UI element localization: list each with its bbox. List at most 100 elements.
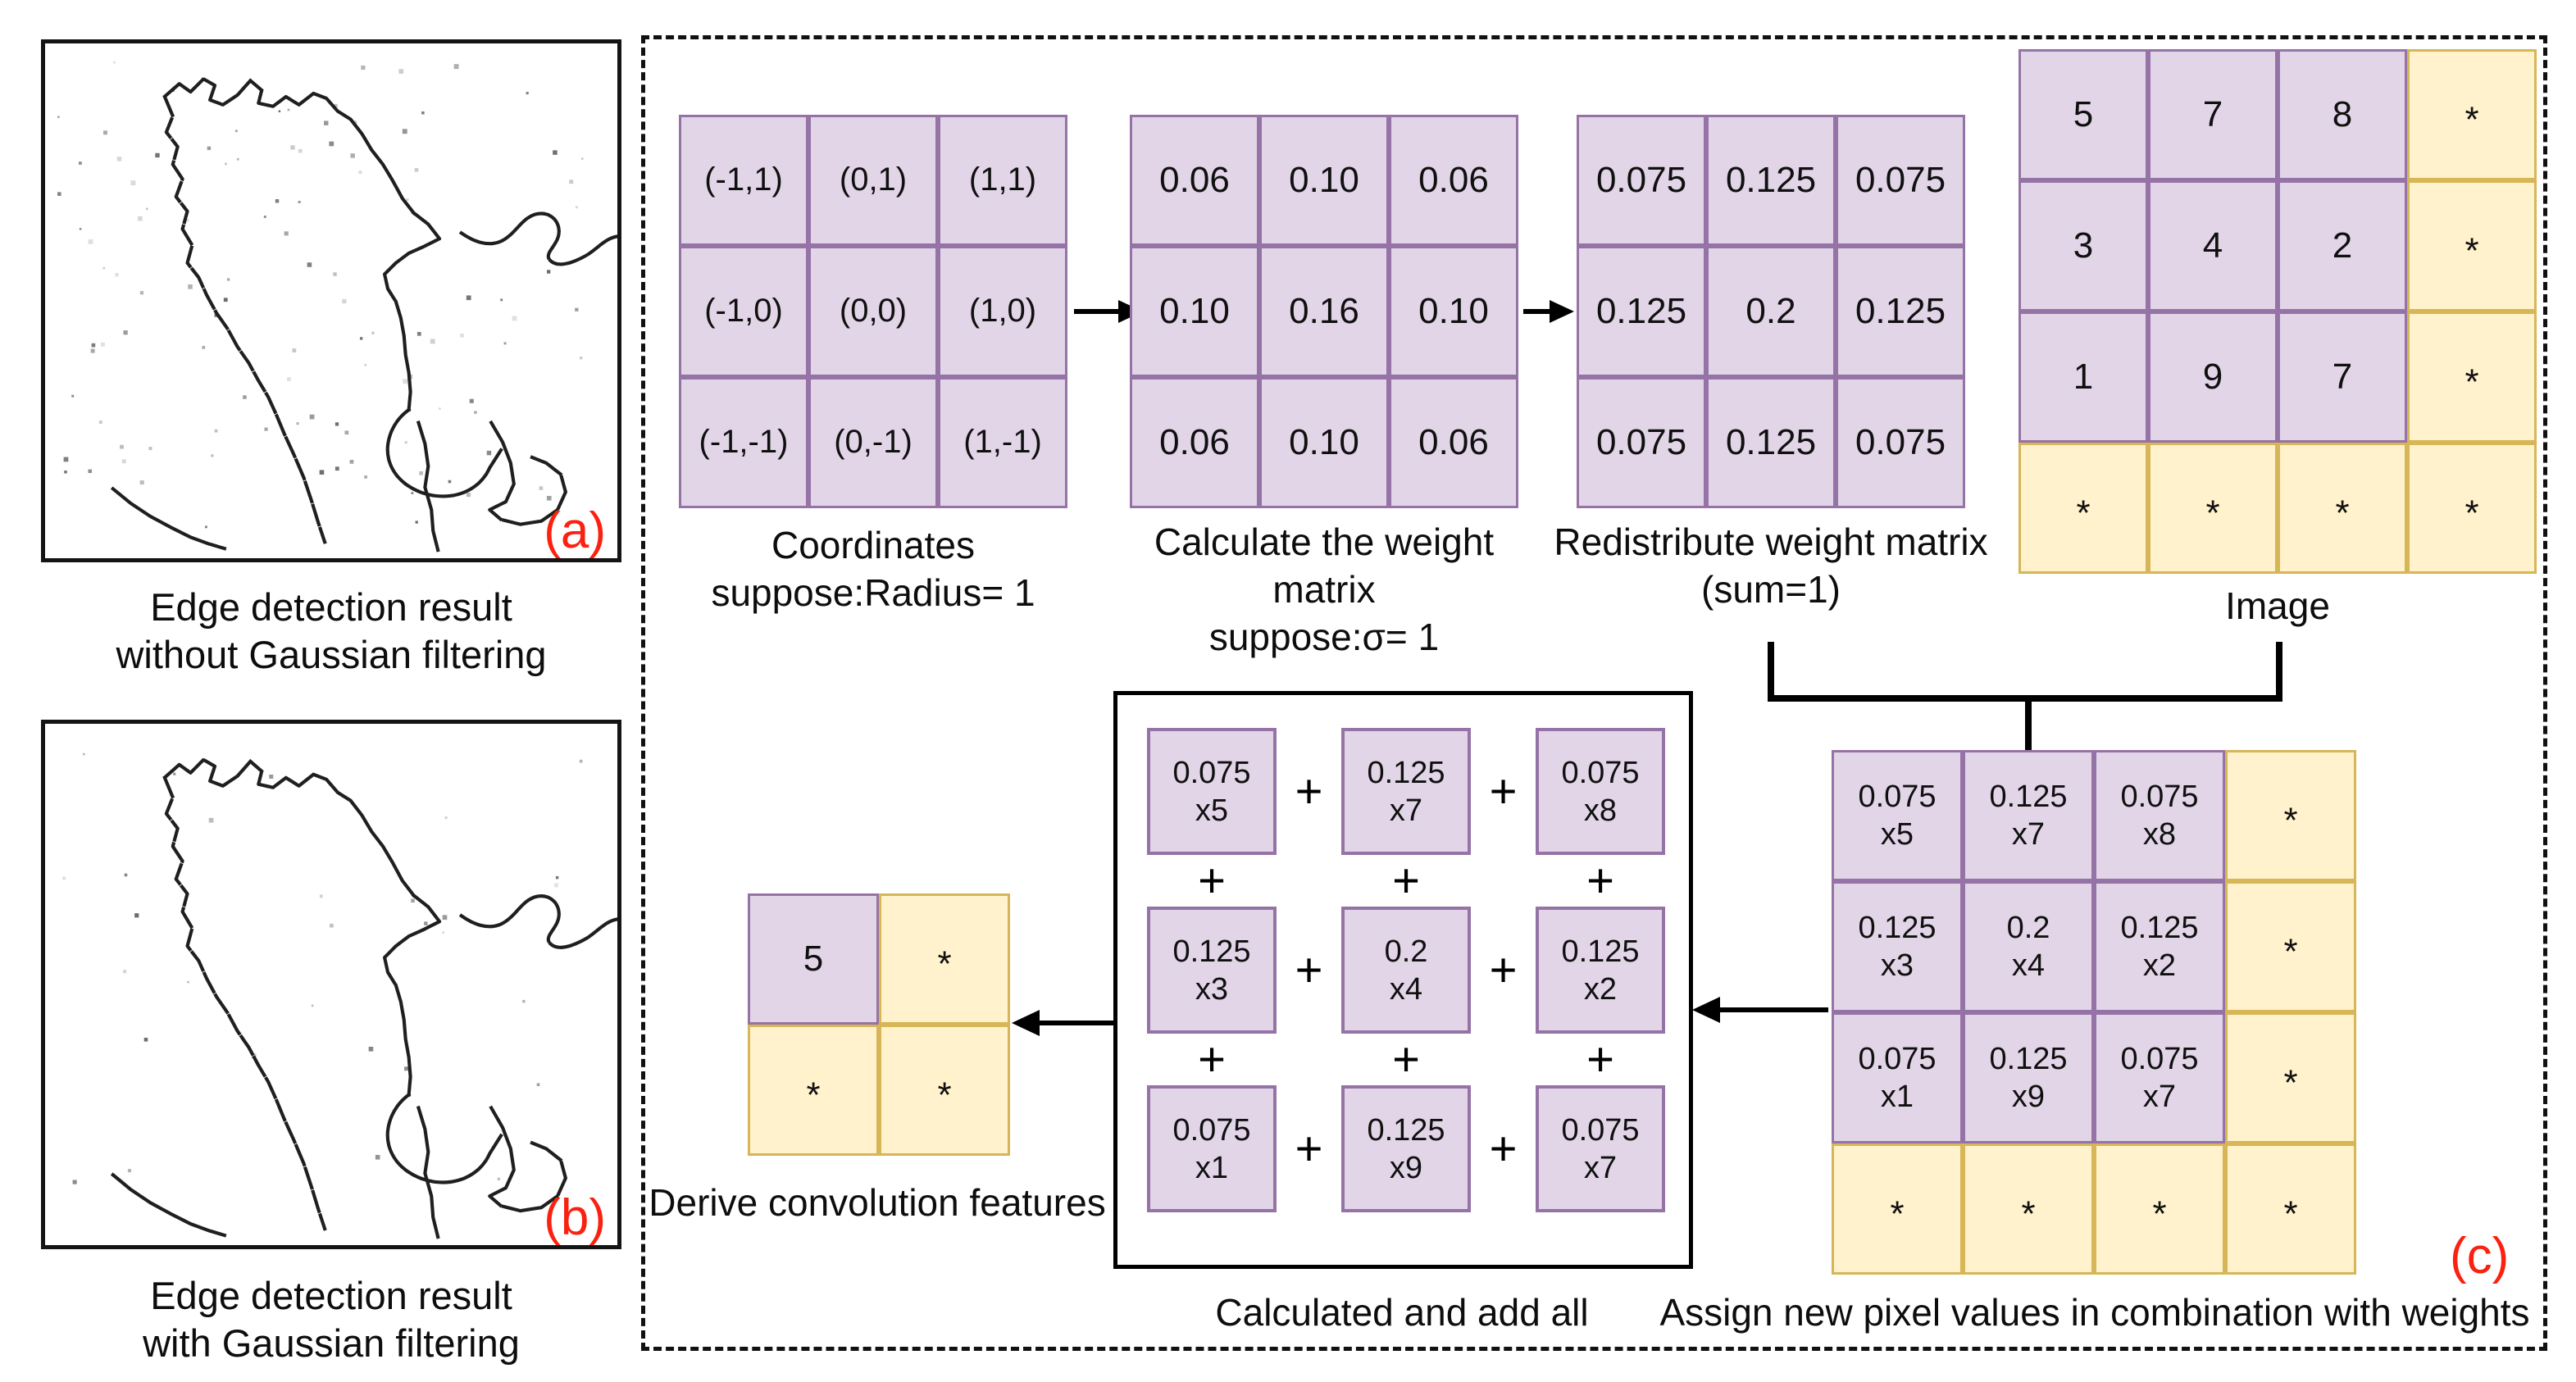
panel-a-tag: (a): [544, 502, 606, 559]
value-cell: 3: [2018, 180, 2148, 311]
edge-map-without-filtering: [57, 61, 617, 558]
padding-cell: *: [1963, 1143, 2094, 1275]
diagram-tag: (c): [2450, 1228, 2510, 1284]
plus-sign: +: [1392, 854, 1420, 907]
plus-sign: +: [1198, 1033, 1226, 1086]
value-cell: (1,-1): [938, 377, 1067, 508]
noise-speckles: [62, 752, 583, 1184]
value-cell: 1: [2018, 311, 2148, 443]
value-cell: 0.075: [1836, 377, 1965, 508]
derived-features-matrix: 5***: [748, 893, 1010, 1156]
coordinates-matrix: (-1,1)(0,1)(1,1)(-1,0)(0,0)(1,0)(-1,-1)(…: [679, 115, 1067, 508]
value-cell: (0,1): [808, 115, 938, 246]
panel-b-tag: (b): [544, 1189, 606, 1246]
value-cell: (0,-1): [808, 377, 938, 508]
value-cell: 0.10: [1130, 246, 1259, 377]
value-cell: (-1,1): [679, 115, 808, 246]
weighted-caption-text: Assign new pixel values in combination w…: [1659, 1291, 2530, 1334]
plus-sign: +: [1489, 765, 1518, 818]
edge-map-with-filtering: [62, 752, 617, 1245]
padding-cell: *: [2407, 180, 2537, 311]
value-cell: (1,0): [938, 246, 1067, 377]
value-cell: 0.075: [1836, 115, 1965, 246]
bracket-bar: [1768, 695, 2282, 702]
sum-box-caption-text: Calculated and add all: [1215, 1291, 1589, 1334]
value-cell: 5: [2018, 49, 2148, 180]
panel-b-frame: (b): [41, 720, 621, 1249]
padding-cell: *: [2225, 881, 2356, 1012]
plus-sign: +: [1489, 943, 1518, 997]
arrow-coords-to-weights-line: [1074, 309, 1122, 314]
value-cell: 9: [2148, 311, 2278, 443]
value-cell: 0.125: [1836, 246, 1965, 377]
panel-a-caption-line1: Edge detection result: [150, 585, 512, 629]
weight-caption-line2: suppose:σ= 1: [1208, 616, 1440, 658]
arrow-weights-to-redistributed-line: [1523, 309, 1553, 314]
plus-sign: +: [1586, 854, 1614, 907]
derived-caption-text: Derive convolution features: [649, 1181, 1106, 1224]
coordinates-caption-line2: suppose:Radius= 1: [711, 571, 1035, 614]
value-cell: 7: [2278, 311, 2407, 443]
value-cell: 8: [2278, 49, 2407, 180]
plus-sign: +: [1198, 854, 1226, 907]
padding-cell: *: [748, 1025, 879, 1156]
value-cell: 0.06: [1389, 115, 1518, 246]
coordinates-caption: Coordinates suppose:Radius= 1: [654, 521, 1092, 616]
bracket-left-stem: [1768, 642, 1774, 702]
coordinates-caption-line1: Coordinates: [771, 524, 976, 566]
panel-a-caption-line2: without Gaussian filtering: [116, 633, 547, 676]
padding-cell: *: [2407, 49, 2537, 180]
noise-speckles: [57, 61, 584, 529]
redistributed-caption-line1: Redistribute weight matrix: [1554, 521, 1988, 563]
arrow-sum-to-derived-line: [1040, 1021, 1113, 1025]
value-cell: 2: [2278, 180, 2407, 311]
panel-a-frame: (a): [41, 39, 621, 562]
padding-cell: *: [2407, 311, 2537, 443]
value-cell: 0.125: [1706, 377, 1836, 508]
plus-sign: +: [1586, 1033, 1614, 1086]
value-cell: 0.06: [1130, 377, 1259, 508]
padding-cell: *: [2225, 1012, 2356, 1143]
derived-caption: Derive convolution features: [631, 1179, 1123, 1226]
arrow-weighted-to-sum-line: [1720, 1007, 1828, 1012]
value-cell: (-1,-1): [679, 377, 808, 508]
padding-cell: *: [2407, 443, 2537, 574]
sum-box-caption: Calculated and add all: [1115, 1289, 1689, 1336]
image-caption-text: Image: [2225, 584, 2330, 627]
weighted-caption: Assign new pixel values in combination w…: [1644, 1289, 2546, 1336]
value-cell: 0.2: [1706, 246, 1836, 377]
image-caption: Image: [2018, 582, 2537, 630]
padding-cell: *: [2148, 443, 2278, 574]
bracket-center-stem: [2025, 700, 2032, 752]
padding-cell: *: [2225, 750, 2356, 881]
panel-b-caption-line1: Edge detection result: [150, 1274, 512, 1317]
value-cell: (-1,0): [679, 246, 808, 377]
plus-sign: +: [1489, 1122, 1518, 1175]
plus-sign: +: [1295, 943, 1323, 997]
padding-cell: *: [2018, 443, 2148, 574]
value-cell: 0.075: [1577, 377, 1706, 508]
redistributed-caption: Redistribute weight matrix (sum=1): [1550, 518, 1992, 613]
value-cell: 0.10: [1389, 246, 1518, 377]
padding-cell: *: [879, 1025, 1010, 1156]
arrow-sum-to-derived-head: [1012, 1010, 1040, 1036]
